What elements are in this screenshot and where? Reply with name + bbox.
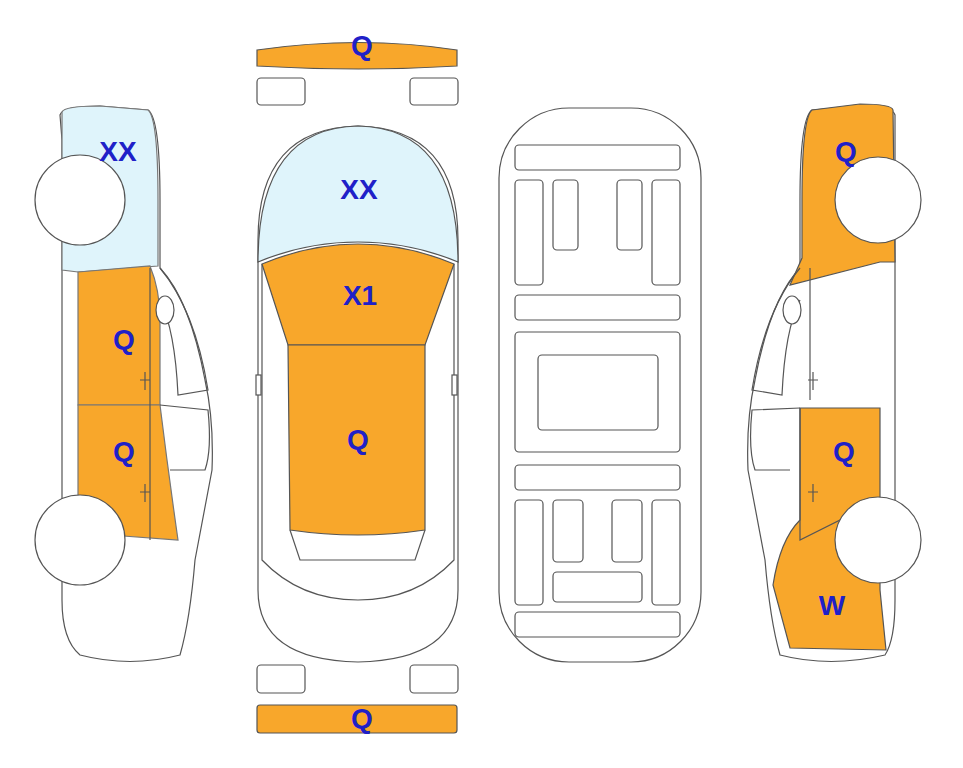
- damage-code: W: [819, 592, 845, 620]
- car-outline-part: [515, 332, 680, 452]
- car-outline-part: [258, 126, 458, 262]
- car-outline-part: [553, 500, 583, 562]
- left-side-view: [35, 106, 212, 662]
- car-outline-part: [160, 405, 209, 470]
- car-outline-part: [751, 408, 800, 470]
- car-outline-part: [156, 296, 174, 324]
- car-outline-part: [652, 500, 680, 605]
- right-side-view: [748, 104, 921, 662]
- car-outline-part: [290, 530, 425, 560]
- car-outline-part: [515, 612, 680, 637]
- car-outline-part: [835, 497, 921, 583]
- damage-code: XX: [99, 138, 136, 166]
- car-outline-part: [149, 268, 150, 540]
- car-outline-part: [538, 355, 658, 430]
- car-outline-part: [808, 372, 818, 502]
- car-outline-part: [257, 78, 305, 105]
- damage-code: Q: [833, 438, 855, 466]
- car-outline-part: [783, 296, 801, 324]
- car-outline-part: [35, 155, 125, 245]
- car-outline-part: [160, 268, 208, 395]
- car-outline-part: [515, 145, 680, 170]
- car-outline-part: [515, 465, 680, 490]
- damage-code: Q: [347, 426, 369, 454]
- damage-code: Q: [351, 705, 373, 733]
- car-outline-part: [35, 495, 125, 585]
- car-outline-part: [78, 266, 160, 405]
- car-outline-part: [652, 180, 680, 285]
- damage-code: X1: [343, 282, 377, 310]
- car-outline-part: [257, 705, 457, 733]
- car-outline-part: [410, 78, 458, 105]
- damage-code: XX: [340, 176, 377, 204]
- car-outline-part: [257, 665, 305, 693]
- car-outline-part: [515, 500, 543, 605]
- car-outline-part: [515, 295, 680, 320]
- damage-code: Q: [835, 138, 857, 166]
- car-outline-part: [499, 108, 701, 662]
- car-outline-part: [553, 180, 578, 250]
- car-outline-part: [553, 572, 642, 602]
- car-outline-part: [452, 375, 457, 395]
- car-outline-part: [835, 157, 921, 243]
- car-outline-part: [140, 372, 150, 502]
- car-outline-part: [262, 264, 454, 600]
- car-outline-part: [262, 244, 454, 345]
- car-outline-part: [288, 345, 425, 535]
- car-outline-part: [612, 500, 642, 562]
- car-outline-part: [256, 375, 261, 395]
- car-outline-part: [258, 126, 458, 662]
- underside-view: [499, 108, 701, 662]
- car-outline-part: [410, 665, 458, 693]
- car-outline-part: [515, 180, 543, 285]
- damage-code: Q: [113, 326, 135, 354]
- damage-code: Q: [351, 32, 373, 60]
- damage-code: Q: [113, 438, 135, 466]
- car-outline-part: [617, 180, 642, 250]
- car-outline-part: [752, 268, 800, 395]
- top-view: [256, 43, 458, 734]
